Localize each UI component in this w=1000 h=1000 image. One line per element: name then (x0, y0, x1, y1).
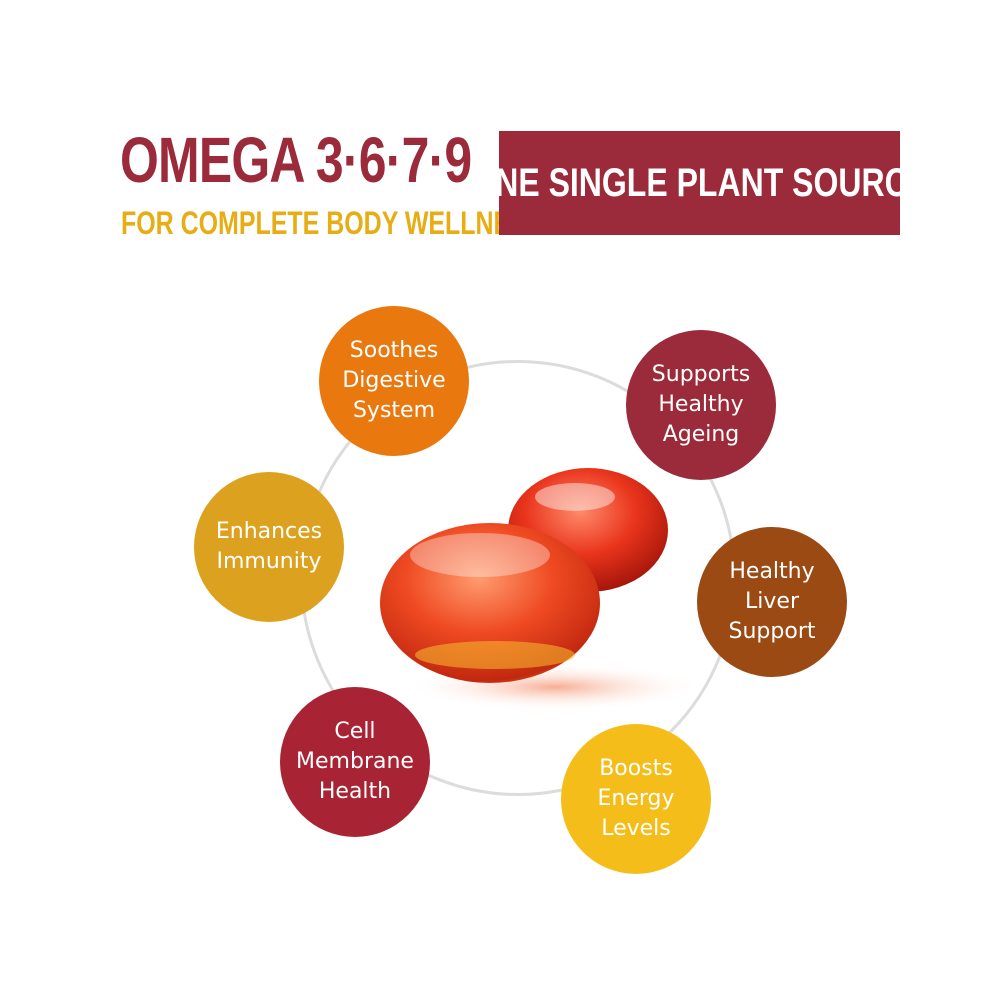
benefit-label: Healthy Liver Support (728, 559, 816, 644)
benefit-label: Enhances Immunity (215, 519, 323, 574)
benefit-label: Cell Membrane Health (296, 719, 414, 804)
source-banner-label: ONE SINGLE PLANT SOURCE (470, 160, 929, 205)
benefit-label: Supports Healthy Ageing (651, 362, 751, 447)
benefit-soothes-digestive: Soothes Digestive System (319, 306, 469, 456)
benefit-healthy-ageing: Supports Healthy Ageing (626, 330, 776, 480)
benefit-immunity: Enhances Immunity (194, 472, 344, 622)
source-banner: ONE SINGLE PLANT SOURCE (470, 131, 929, 235)
benefit-liver-support: Healthy Liver Support (697, 527, 847, 677)
benefit-energy-levels: Boosts Energy Levels (561, 724, 711, 874)
benefit-label: Soothes Digestive System (342, 338, 446, 423)
page-subtitle: FOR COMPLETE BODY WELLNESS (121, 205, 544, 241)
softgel-capsules-icon (380, 468, 690, 711)
benefit-label: Boosts Energy Levels (597, 756, 675, 841)
benefit-cell-membrane: Cell Membrane Health (280, 687, 430, 837)
page-title: OMEGA 3·6·7·9 (120, 124, 472, 196)
